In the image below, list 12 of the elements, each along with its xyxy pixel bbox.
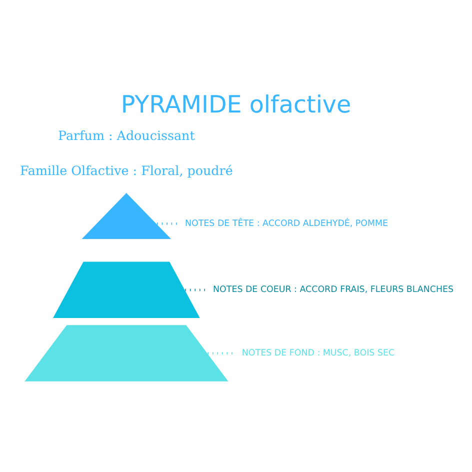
node-text: NOTES DE FOND : MUSC, BOIS SEC [242,348,395,359]
connector [208,352,235,354]
label: Famille Olfactive : Floral, poudré [20,162,233,178]
node-trapezoid [23,324,230,382]
node-text: NOTES DE COEUR : ACCORD FRAIS, FLEURS BLANCHES [213,285,454,296]
label: Parfum : Adoucissant [58,128,195,143]
diagram-title: PYRAMIDE olfactive [120,90,352,118]
node-triangle [80,192,173,240]
connector [157,222,178,225]
node-trapezoid [52,260,202,319]
connector [185,288,206,292]
node-text: NOTES DE TÊTE : ACCORD ALDEHYDÉ, POMME [184,218,388,229]
